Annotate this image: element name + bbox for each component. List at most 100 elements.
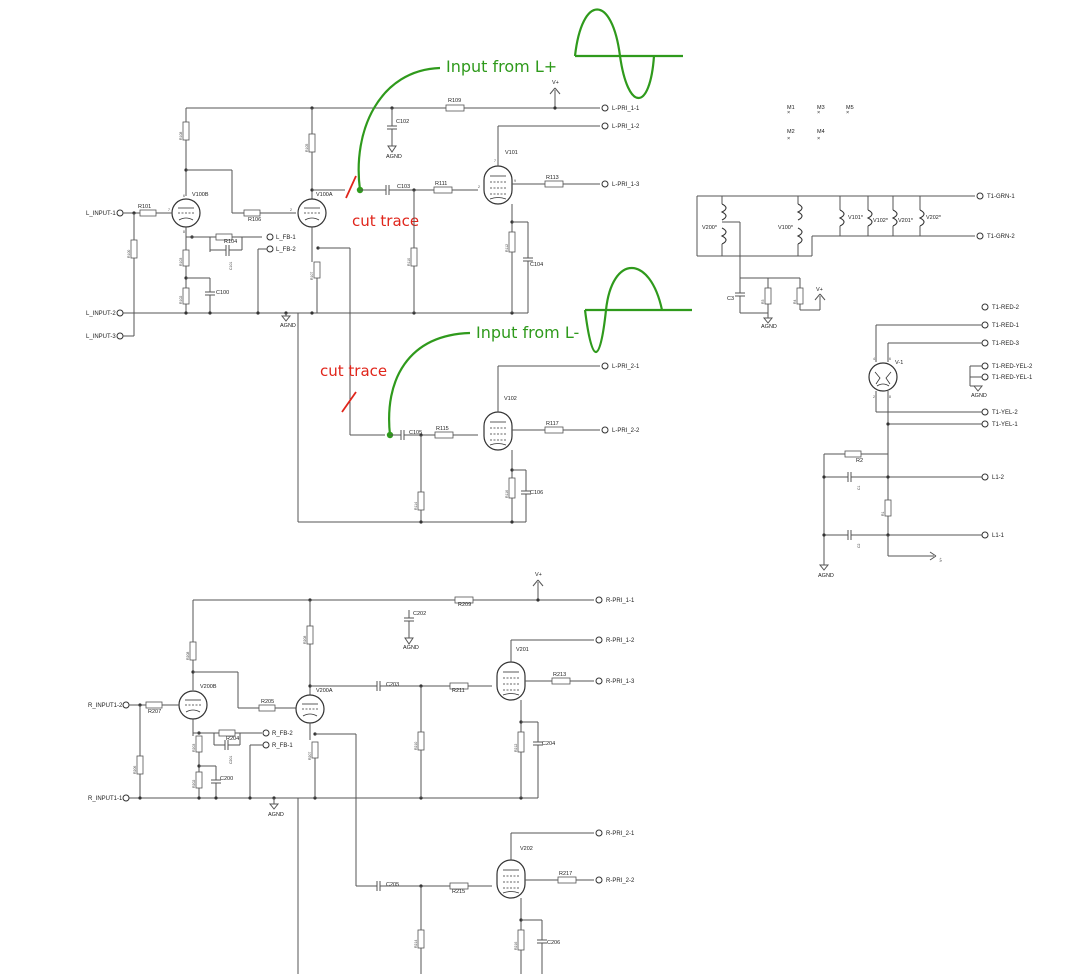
r-input1-2-terminal[interactable] (122, 701, 130, 709)
vplus-out-label: V+ (939, 558, 943, 562)
r-fb-2-terminal[interactable] (262, 729, 270, 737)
r-fb-1-label: R_FB-1 (272, 743, 293, 749)
c106-label: C106 (530, 490, 543, 496)
r109-label: R109 (448, 98, 461, 104)
t1-red-2-terminal[interactable] (981, 303, 989, 311)
r213-label: R213 (553, 672, 566, 678)
svg-text:9: 9 (514, 179, 516, 183)
green-annotations: Input from L+ Input from L- (357, 8, 692, 436)
agnd-right-label: AGND (268, 812, 284, 818)
c100-label: C100 (216, 290, 229, 296)
l-pri-1-2-terminal[interactable] (601, 122, 609, 130)
v202-heater-label: V202* (926, 215, 942, 221)
t1-grn-1-terminal[interactable] (976, 192, 984, 200)
l1-1-label: L1-1 (992, 533, 1005, 539)
t1-red-1-terminal[interactable] (981, 321, 989, 329)
l-pri-2-1-label: L-PRI_2-1 (612, 364, 640, 370)
r101-label: R101 (138, 204, 151, 210)
v200a-label: V200A (316, 688, 333, 694)
r205-label: R205 (261, 699, 274, 705)
v102-label: V102 (504, 396, 517, 402)
svg-text:×: × (787, 110, 790, 116)
c3-label: C3 (727, 296, 734, 302)
t1-red-yel-2-terminal[interactable] (981, 362, 989, 370)
v200b-label: V200B (200, 684, 217, 690)
l-pri-2-2-terminal[interactable] (601, 426, 609, 434)
r-pri-1-1-label: R-PRI_1-1 (606, 598, 635, 604)
power-section: M1 × M3 × M5 × M2 × M4 × T1-GRN-1 T1-GRN… (696, 105, 1033, 579)
l-pri-2-1-terminal[interactable] (601, 362, 609, 370)
r-pri-2-1-terminal[interactable] (595, 829, 603, 837)
r-fb-2-label: R_FB-2 (272, 731, 293, 737)
r105-label: R105 (305, 144, 309, 152)
r-input1-1-terminal[interactable] (122, 794, 130, 802)
t1-red-3-terminal[interactable] (981, 339, 989, 347)
r202-label: R202 (192, 780, 196, 788)
v101-tube (483, 165, 513, 205)
cut-trace-mark-1 (345, 175, 357, 199)
l-input-3-terminal[interactable] (116, 332, 124, 340)
input-lplus-label: Input from L+ (446, 57, 557, 76)
r-fb-1-terminal[interactable] (262, 741, 270, 749)
t1-yel-2-terminal[interactable] (981, 408, 989, 416)
r106-label: R106 (248, 217, 261, 223)
r102-label: R102 (179, 296, 183, 304)
t1-yel-1-terminal[interactable] (981, 420, 989, 428)
l-pri-1-3-terminal[interactable] (601, 180, 609, 188)
c101-label: C101 (229, 262, 233, 270)
cut-trace-mark-2 (341, 391, 357, 413)
r208b-label: R208 (303, 636, 307, 644)
l1-2-terminal[interactable] (981, 473, 989, 481)
r-pri-1-2-terminal[interactable] (595, 636, 603, 644)
r108-label: R108 (179, 132, 183, 140)
l-input-2-terminal[interactable] (116, 309, 124, 317)
l-fb-2-terminal[interactable] (266, 245, 274, 253)
c206-label: C206 (547, 940, 560, 946)
l-pri-1-1-terminal[interactable] (601, 104, 609, 112)
c201-label: C201 (229, 756, 233, 764)
r207-label: R207 (148, 709, 161, 715)
t1-red-yel-1-terminal[interactable] (981, 373, 989, 381)
vplus-right-label: V+ (535, 572, 542, 578)
r-pri-1-3-terminal[interactable] (595, 677, 603, 685)
t1-grn-2-label: T1-GRN-2 (987, 234, 1015, 240)
l-fb-1-terminal[interactable] (266, 233, 274, 241)
v-1-tube (868, 362, 898, 392)
svg-text:6: 6 (183, 194, 185, 198)
r210-label: R210 (414, 742, 418, 750)
l-input-1-terminal[interactable] (116, 209, 124, 217)
svg-text:8: 8 (889, 395, 891, 399)
lminus-wire (388, 331, 471, 436)
c1-label: C1 (857, 485, 861, 490)
t1-red-3-label: T1-RED-3 (992, 341, 1020, 347)
t1-grn-2-terminal[interactable] (976, 232, 984, 240)
agnd-power-label: AGND (761, 324, 777, 330)
r3-label: R3 (761, 299, 765, 304)
svg-text:×: × (817, 110, 820, 116)
v102-heater-label: V102* (873, 218, 889, 224)
sine-lminus-icon (583, 267, 664, 353)
r1-label: R1 (881, 511, 885, 516)
l-pri-1-3-label: L-PRI_1-3 (612, 182, 640, 188)
cut-trace-label-2: cut trace (320, 362, 387, 380)
v100b-label: V100B (192, 192, 209, 198)
r212-label: R212 (514, 744, 518, 752)
l-pri-1-1-label: L-PRI_1-1 (612, 106, 640, 112)
r110-label: R110 (407, 258, 411, 266)
r217-label: R217 (559, 871, 572, 877)
heater-v200: V200* (702, 196, 741, 278)
r-pri-1-1-terminal[interactable] (595, 596, 603, 604)
heater-v100: V100* (778, 196, 803, 256)
m1-label: M1 (787, 105, 795, 111)
c203-label: C203 (386, 682, 399, 688)
svg-text:2: 2 (873, 395, 875, 399)
r-pri-2-2-terminal[interactable] (595, 876, 603, 884)
r209-label: R209 (458, 602, 471, 608)
l1-1-terminal[interactable] (981, 531, 989, 539)
m2-label: M2 (787, 129, 795, 135)
svg-text:2: 2 (290, 208, 292, 212)
r114-label: R114 (414, 502, 418, 510)
svg-text:7: 7 (168, 208, 170, 212)
v102-tube (483, 411, 513, 451)
